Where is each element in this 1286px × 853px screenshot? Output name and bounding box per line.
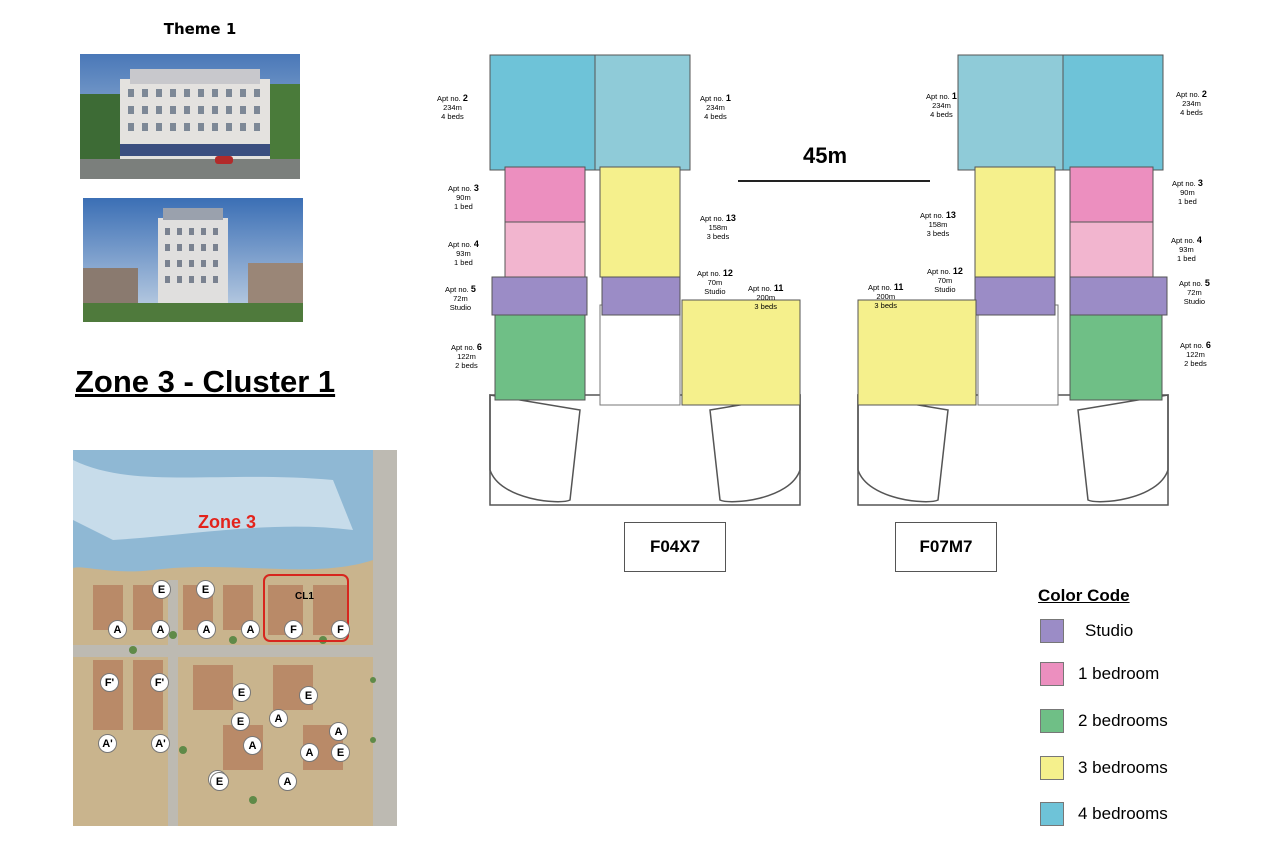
dimension-label: 45m <box>803 143 848 168</box>
legend-label: 1 bedroom <box>1078 664 1160 683</box>
legend-swatch <box>1040 709 1064 733</box>
building-marker: E <box>210 772 229 791</box>
dimension-line <box>738 180 930 182</box>
legend-swatch <box>1040 662 1064 686</box>
legend-swatch <box>1040 619 1064 643</box>
building-marker: A' <box>98 734 117 753</box>
legend-swatch <box>1040 802 1064 826</box>
floor-plan-f07m7 <box>857 54 1169 506</box>
legend-label: Studio <box>1085 621 1134 640</box>
building-marker: A <box>300 743 319 762</box>
building-marker: A <box>151 620 170 639</box>
building-marker: F <box>331 620 350 639</box>
legend-item-4-bedrooms: 4 bedrooms <box>1040 801 1168 827</box>
building-marker: F' <box>150 673 169 692</box>
legend-item-3-bedrooms: 3 bedrooms <box>1040 755 1168 781</box>
plan-code-f07m7: F07M7 <box>895 522 997 572</box>
building-marker: A <box>329 722 348 741</box>
legend-label: 4 bedrooms <box>1078 804 1168 823</box>
plan-code-f04x7: F04X7 <box>624 522 726 572</box>
cluster-label: CL1 <box>295 591 314 602</box>
building-marker: A <box>108 620 127 639</box>
zone-heading: Zone 3 - Cluster 1 <box>75 364 336 399</box>
building-marker: E <box>231 712 250 731</box>
building-marker: E <box>152 580 171 599</box>
building-marker: A <box>243 736 262 755</box>
building-marker: A' <box>151 734 170 753</box>
building-marker: F <box>284 620 303 639</box>
building-marker: E <box>299 686 318 705</box>
building-marker: A <box>197 620 216 639</box>
floor-plan-f04x7 <box>489 54 801 506</box>
building-marker: F' <box>100 673 119 692</box>
building-marker: A <box>278 772 297 791</box>
building-marker: A <box>241 620 260 639</box>
building-marker: A <box>269 709 288 728</box>
zone-label: Zone 3 <box>198 512 257 532</box>
legend-title: Color Code <box>1038 586 1130 605</box>
building-rendering-2 <box>83 198 303 322</box>
building-marker: E <box>232 683 251 702</box>
legend-label: 3 bedrooms <box>1078 758 1168 777</box>
building-rendering-1 <box>80 54 300 179</box>
legend-swatch <box>1040 756 1064 780</box>
building-marker: E <box>331 743 350 762</box>
legend-label: 2 bedrooms <box>1078 711 1168 730</box>
legend-item-2-bedrooms: 2 bedrooms <box>1040 708 1168 734</box>
building-marker: E <box>196 580 215 599</box>
theme-title: Theme 1 <box>163 20 237 38</box>
legend-item-1-bedroom: 1 bedroom <box>1040 661 1159 687</box>
legend-item-studio: Studio <box>1040 618 1133 644</box>
